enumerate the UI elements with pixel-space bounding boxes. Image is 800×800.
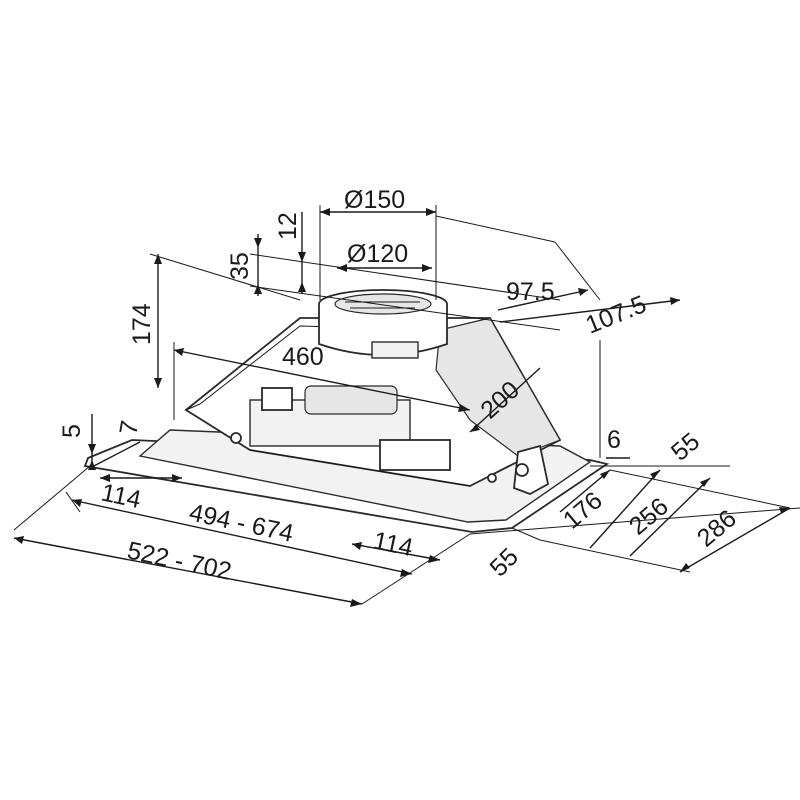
label-d150: Ø150 <box>344 186 405 214</box>
terminal-block <box>261 387 293 411</box>
label-d97-5: 97.5 <box>506 278 555 306</box>
motor-cylinder <box>304 385 398 415</box>
label-w494-674: 494 - 674 <box>187 498 296 547</box>
fixing-screw <box>487 473 497 483</box>
label-w114-center: 114 <box>371 526 416 562</box>
housing-edge <box>185 403 471 487</box>
label-w460: 460 <box>282 343 324 371</box>
label-w114-left: 114 <box>99 478 144 514</box>
fixing-screw <box>230 432 242 444</box>
label-d6: 6 <box>607 426 621 454</box>
label-h7: 7 <box>114 418 144 437</box>
knob <box>515 463 529 477</box>
duct-opening <box>334 293 432 315</box>
label-w522-702: 522 - 702 <box>125 536 234 585</box>
label-d256: 256 <box>624 492 674 540</box>
label-d286: 286 <box>692 504 742 552</box>
label-d107-5: 107.5 <box>582 290 650 339</box>
collar-clip <box>371 341 419 359</box>
label-d55-right: 55 <box>666 427 705 466</box>
label-h35: 35 <box>226 252 254 280</box>
hood-body <box>83 289 610 533</box>
label-d176: 176 <box>558 486 608 534</box>
control-box <box>379 439 451 471</box>
label-h174: 174 <box>128 303 156 345</box>
label-h12: 12 <box>274 212 302 240</box>
label-h5: 5 <box>58 424 86 438</box>
label-d55-bottom: 55 <box>484 543 523 582</box>
switch-module <box>513 444 550 495</box>
dimension-lines <box>13 205 800 607</box>
label-d120: Ø120 <box>347 240 408 268</box>
